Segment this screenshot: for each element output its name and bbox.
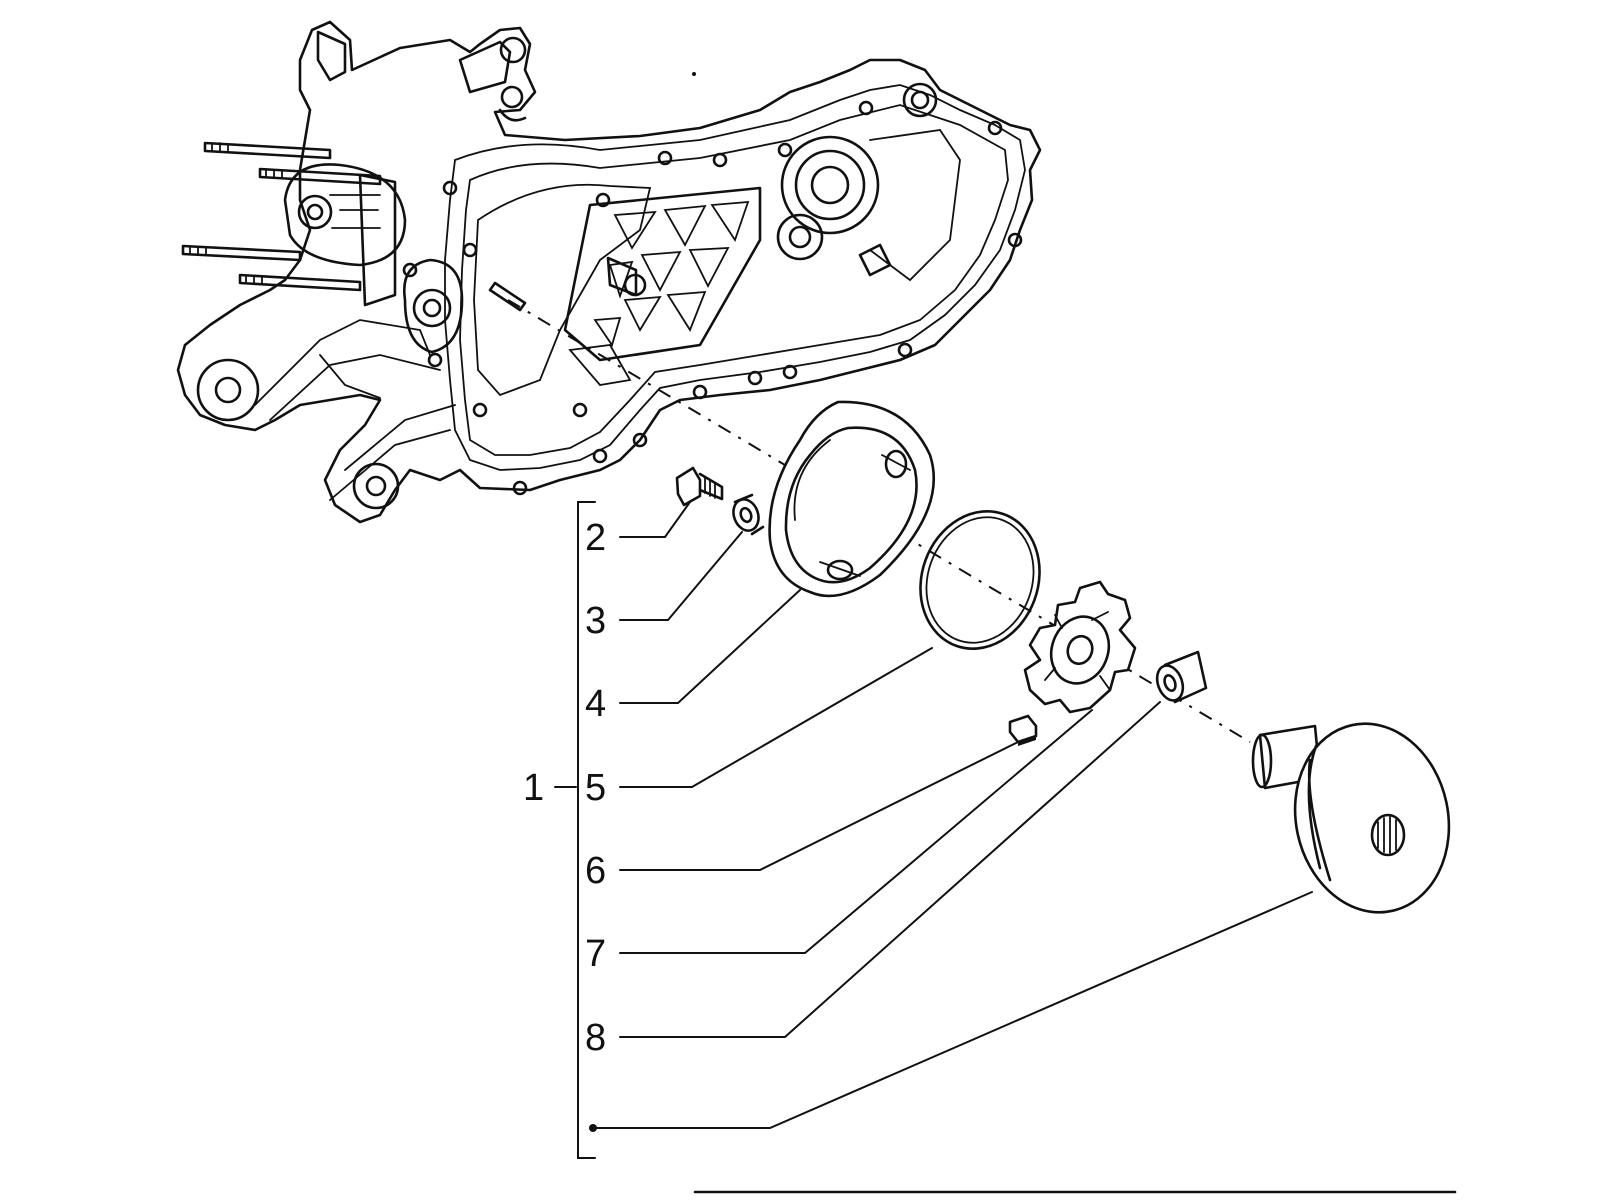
part-bushing — [1155, 650, 1208, 704]
callout-4: 4 — [585, 683, 606, 725]
leader-6 — [619, 741, 1019, 871]
cylinder-studs — [181, 141, 527, 312]
callout-6: 6 — [585, 850, 606, 892]
part-ramp-plate — [1023, 580, 1137, 714]
leader-2 — [619, 501, 691, 538]
crankcase-housing — [176, 20, 1042, 524]
callout-labels: 1 2 3 4 5 6 7 8 — [523, 517, 606, 1059]
leader-7 — [619, 709, 1093, 954]
part-pulley-half — [1251, 722, 1451, 914]
leader-3 — [619, 531, 743, 621]
leader-9 — [596, 891, 1313, 1129]
leader-8 — [619, 701, 1161, 1038]
part-o-ring — [919, 509, 1041, 651]
callout-7: 7 — [585, 933, 606, 975]
assembly-bracket — [577, 501, 596, 1159]
part-small-roller — [732, 493, 765, 536]
callout-5: 5 — [585, 767, 606, 809]
callout-2: 2 — [585, 517, 606, 559]
flange-bolt-holes — [402, 100, 1023, 496]
speck — [692, 72, 696, 76]
part-variator-ring — [768, 400, 936, 598]
callout-3: 3 — [585, 600, 606, 642]
part-bolt — [675, 466, 724, 507]
part-slider-block — [1008, 714, 1038, 746]
leader-5 — [619, 647, 933, 788]
leader-lines — [596, 501, 1313, 1129]
leader-4 — [619, 589, 801, 704]
callout-8: 8 — [585, 1017, 606, 1059]
rib-lattice — [563, 186, 762, 386]
callout-assembly: 1 — [523, 767, 544, 809]
bullet-dot — [589, 1124, 597, 1132]
